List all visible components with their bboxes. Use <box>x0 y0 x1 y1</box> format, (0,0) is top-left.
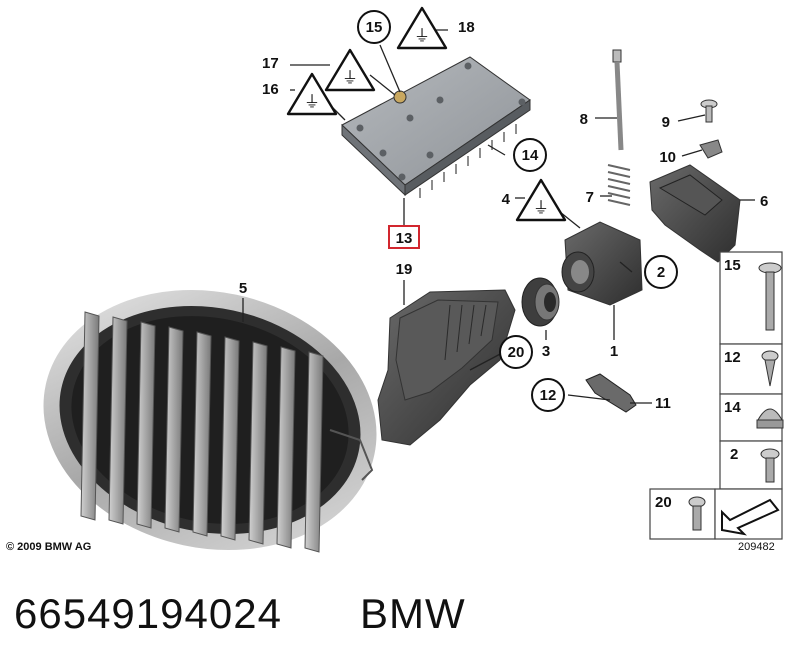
callout-13: 13 <box>388 225 420 249</box>
sensor-housing <box>377 289 516 446</box>
svg-text:14: 14 <box>724 399 741 416</box>
svg-text:⏚: ⏚ <box>342 69 358 87</box>
svg-text:4: 4 <box>502 191 511 208</box>
fastener-panel: 15 12 14 2 <box>719 251 784 490</box>
svg-text:⏚: ⏚ <box>533 199 549 217</box>
callout-20: 20 <box>499 335 533 369</box>
svg-text:20: 20 <box>655 494 672 511</box>
callout-17: ⏚ 17 <box>262 48 376 92</box>
svg-text:2: 2 <box>657 264 665 281</box>
small-parts <box>585 99 723 413</box>
control-unit <box>341 56 531 198</box>
callout-3: 3 <box>542 343 550 360</box>
bottom-panel: 20 <box>649 488 783 540</box>
grille-slat <box>136 321 156 529</box>
callout-1: 1 <box>610 343 618 360</box>
kidney-grille <box>43 289 377 553</box>
svg-text:11: 11 <box>655 395 671 412</box>
grille-slat <box>80 311 100 521</box>
callout-8: 8 <box>580 111 588 128</box>
svg-text:19: 19 <box>396 261 413 278</box>
grille-slat <box>304 351 324 553</box>
grille-slat <box>108 316 128 525</box>
svg-text:1: 1 <box>610 343 618 360</box>
callout-7: 7 <box>586 189 594 206</box>
svg-text:18: 18 <box>458 19 475 36</box>
svg-text:12: 12 <box>724 349 741 366</box>
svg-text:12: 12 <box>540 387 557 404</box>
svg-text:14: 14 <box>522 147 539 164</box>
svg-text:15: 15 <box>724 257 741 274</box>
svg-text:7: 7 <box>586 189 594 206</box>
seal-ring <box>521 277 560 327</box>
callout-9: 9 <box>662 114 670 131</box>
callout-18: ⏚ 18 <box>396 6 475 50</box>
svg-text:6: 6 <box>760 193 768 210</box>
callout-11: 11 <box>655 395 671 412</box>
callout-10: 10 <box>659 149 676 166</box>
svg-text:17: 17 <box>262 55 279 72</box>
svg-text:15: 15 <box>366 19 383 36</box>
callout-15: 15 <box>357 10 391 44</box>
copyright-notice: © 2009 BMW AG <box>6 541 92 553</box>
grille-slat <box>192 331 212 537</box>
svg-text:8: 8 <box>580 111 588 128</box>
callout-14: 14 <box>513 138 547 172</box>
svg-text:9: 9 <box>662 114 670 131</box>
callout-2: 2 <box>644 255 678 289</box>
svg-text:5: 5 <box>239 280 247 297</box>
grille-slat <box>276 346 296 549</box>
bolt-spring <box>607 49 631 206</box>
svg-text:13: 13 <box>396 230 413 247</box>
pdc-sensor <box>561 221 643 306</box>
brand-name: BMW <box>360 590 466 637</box>
svg-text:16: 16 <box>262 81 279 98</box>
callout-4: 4 ⏚ <box>502 178 567 222</box>
svg-text:⏚: ⏚ <box>414 27 430 45</box>
bracket <box>649 164 741 263</box>
callout-19: 19 <box>396 261 413 278</box>
grille-slat <box>248 341 268 545</box>
grille-slat <box>220 336 240 541</box>
diagram-id: 209482 <box>738 541 775 553</box>
callout-6: 6 <box>760 193 768 210</box>
svg-text:2: 2 <box>730 446 738 463</box>
svg-text:10: 10 <box>659 149 676 166</box>
svg-text:20: 20 <box>508 344 525 361</box>
callout-5: 5 <box>239 280 247 297</box>
svg-text:⏚: ⏚ <box>304 93 320 111</box>
grille-slat <box>164 326 184 533</box>
part-number: 66549194024 <box>14 590 282 637</box>
svg-text:3: 3 <box>542 343 550 360</box>
callout-12: 12 <box>531 378 565 412</box>
callout-16: ⏚ 16 <box>262 72 338 116</box>
